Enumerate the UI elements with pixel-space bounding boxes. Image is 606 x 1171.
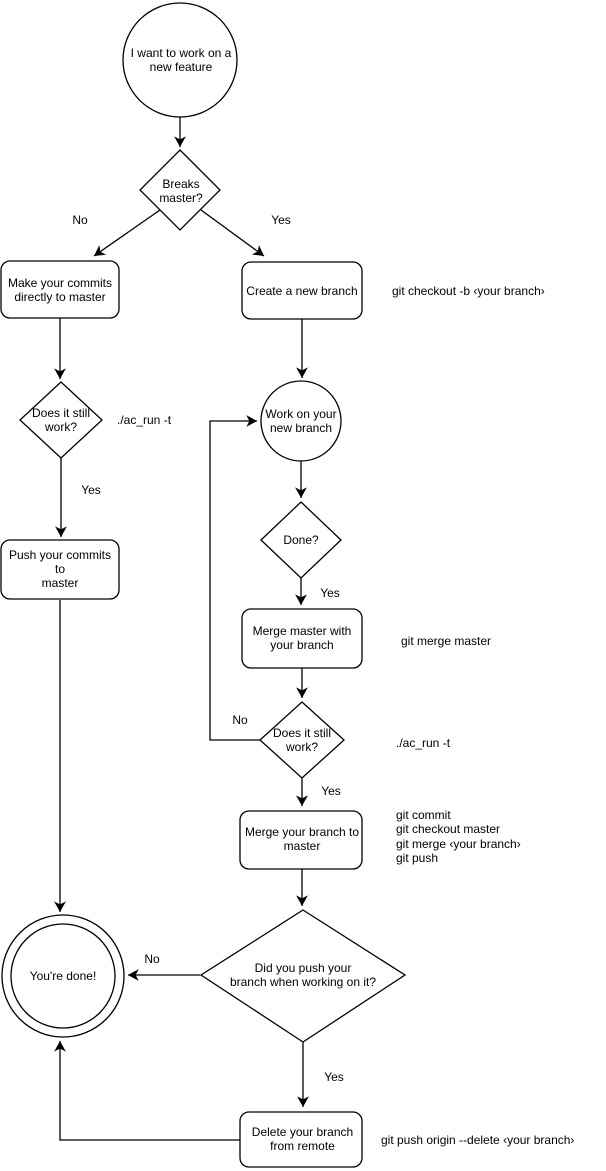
connector-delete-to-done (54, 1041, 240, 1141)
merge-branch-label: Merge your branch to master (244, 825, 360, 853)
make-commits-box (0, 260, 120, 319)
still-work-1-label: Does it still work? (31, 406, 90, 434)
still-work-2-label: Does it still work? (272, 726, 331, 754)
cmd-checkout-branch: git checkout -b ‹your branch› (392, 284, 545, 298)
breaks-master-label: Breaks master? (159, 177, 203, 205)
merge-master-label: Merge master with your branch (252, 624, 352, 652)
youre-done-label: You're done! (29, 969, 97, 983)
cmd-merge-sequence: git commit git checkout master git merge… (396, 808, 521, 866)
edge-label-yes-still2: Yes (321, 784, 341, 798)
edge-label-no-breaks: No (72, 213, 88, 227)
merge-master-box (241, 608, 363, 669)
create-branch-label: Create a new branch (246, 283, 358, 298)
done-question-diamond (260, 501, 342, 579)
did-push-diamond (199, 909, 407, 1043)
did-push-label: Did you push your branch when working on… (229, 961, 377, 989)
push-commits-label: Push your commits to master (8, 548, 112, 590)
breaks-master-diamond (139, 149, 221, 231)
make-commits-label: Make your commits directly to master (7, 275, 113, 304)
edge-label-yes-still1: Yes (81, 483, 101, 497)
edge-label-yes-didpush: Yes (324, 1070, 344, 1084)
edge-label-no-didpush: No (144, 952, 160, 966)
still-work-2-diamond (259, 701, 345, 779)
start-circle (122, 2, 238, 118)
cmd-ac-run-2: ./ac_run -t (396, 736, 451, 750)
start-label: I want to work on a new feature (130, 46, 232, 74)
push-commits-box (0, 539, 120, 600)
edge-label-no-still2: No (232, 713, 248, 727)
connector-stillwork2-no-loop (209, 415, 261, 741)
cmd-delete-remote: git push origin --delete ‹your branch› (381, 1133, 575, 1147)
done-question-label: Done? (283, 533, 319, 547)
cmd-merge-master: git merge master (401, 634, 492, 648)
edge-label-yes-breaks: Yes (271, 213, 291, 227)
connector-breaks-no (93, 209, 161, 257)
delete-remote-box (239, 1111, 363, 1168)
edge-label-yes-done: Yes (320, 586, 340, 600)
delete-remote-label: Delete your branch from remote (251, 1125, 354, 1153)
still-work-1-diamond (19, 381, 103, 459)
merge-branch-box (239, 810, 363, 870)
work-branch-label: Work on your new branch (265, 407, 337, 435)
cmd-ac-run-1: ./ac_run -t (117, 413, 172, 427)
work-branch-circle (260, 380, 342, 462)
done-inner-circle (10, 923, 116, 1029)
create-branch-box (241, 261, 363, 320)
connector-breaks-yes (200, 209, 265, 257)
